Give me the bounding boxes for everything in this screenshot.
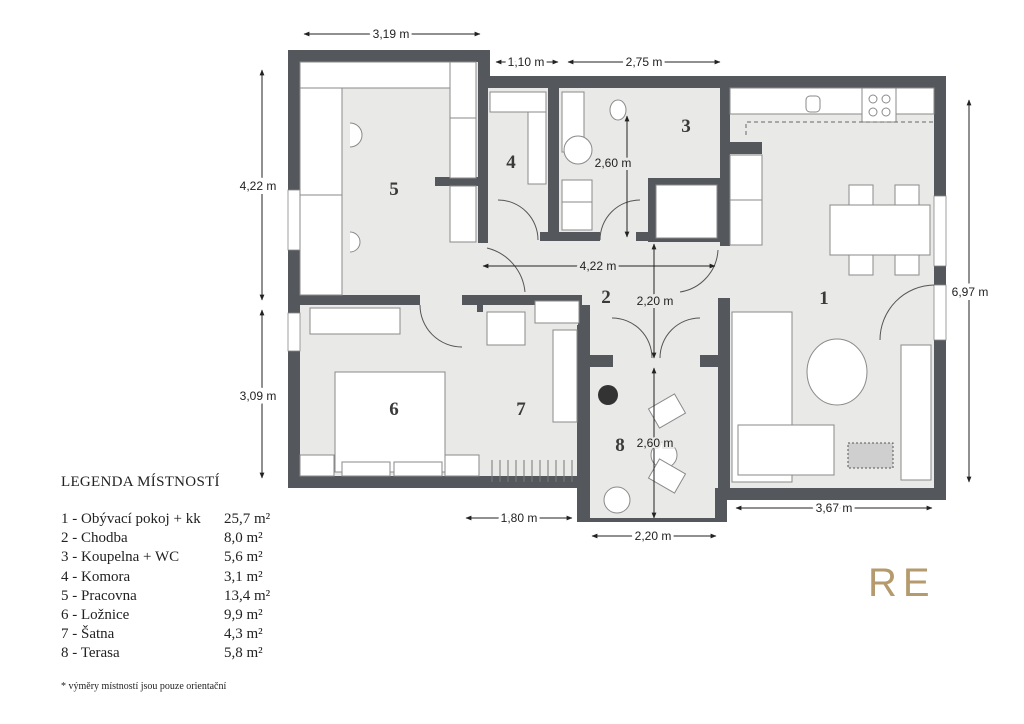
- legend-room-name: 8 - Terasa: [61, 645, 120, 662]
- room-label-8: 8: [615, 435, 625, 456]
- legend-room-name: 6 - Ložnice: [61, 607, 130, 624]
- legend-row: 5 - Pracovna 13,4 m²: [61, 587, 270, 606]
- legend-room-area: 3,1 m²: [224, 568, 263, 585]
- legend-room-name: 7 - Šatna: [61, 626, 115, 643]
- dim-left-lower: 3,09 m: [240, 389, 277, 403]
- legend-room-name: 1 - Obývací pokoj + kk: [61, 511, 201, 527]
- room-labels: 1 2 3 4 5 6 7 8: [389, 116, 829, 456]
- doors: [419, 199, 935, 359]
- dim-top-left: 3,19 m: [373, 27, 410, 41]
- legend-room-area: 5,6 m²: [224, 549, 263, 566]
- dim-bottom-terrace: 2,20 m: [635, 529, 672, 543]
- legend-row: 6 - Ložnice 9,9 m²: [61, 606, 270, 625]
- dim-right-total: 6,97 m: [952, 285, 989, 299]
- brand-logo: RE: [868, 561, 936, 605]
- room-label-4: 4: [506, 152, 516, 173]
- legend-row: 1 - Obývací pokoj + kk 25,7 m²: [61, 510, 270, 529]
- legend-title: LEGENDA MÍSTNOSTÍ: [61, 474, 220, 490]
- room-label-6: 6: [389, 399, 399, 420]
- legend-row: 3 - Koupelna + WC 5,6 m²: [61, 548, 270, 567]
- dim-bottom-left: 1,80 m: [501, 511, 538, 525]
- legend-room-area: 9,9 m²: [224, 607, 263, 624]
- legend-room-area: 5,8 m²: [224, 645, 263, 662]
- legend-room-area: 4,3 m²: [224, 626, 263, 643]
- dim-bottom-right: 3,67 m: [816, 501, 853, 515]
- dimension-labels: 3,19 m 1,10 m 2,75 m 4,22 m 3,09 m 6,97 …: [236, 24, 993, 546]
- legend-room-area: 13,4 m²: [224, 587, 271, 604]
- dim-terrace-height: 2,60 m: [637, 436, 674, 450]
- legend-room-area: 25,7 m²: [224, 511, 271, 527]
- legend-row: 8 - Terasa 5,8 m²: [61, 644, 270, 663]
- room-label-3: 3: [681, 116, 691, 137]
- inner-walls: [300, 88, 762, 488]
- windows: [287, 189, 947, 352]
- room-label-5: 5: [389, 179, 399, 200]
- dim-left-upper: 4,22 m: [240, 179, 277, 193]
- room-legend: LEGENDA MÍSTNOSTÍ 1 - Obývací pokoj + kk…: [61, 474, 270, 692]
- legend-row: 7 - Šatna 4,3 m²: [61, 625, 270, 644]
- dimension-lines: [259, 31, 972, 539]
- legend-room-area: 8,0 m²: [224, 530, 263, 547]
- legend-room-name: 2 - Chodba: [61, 530, 128, 547]
- dim-bath-height: 2,60 m: [595, 156, 632, 170]
- legend-note: * výměry místností jsou pouze orientační: [61, 680, 227, 692]
- room-label-2: 2: [601, 287, 611, 308]
- dim-hall-height: 2,20 m: [637, 294, 674, 308]
- legend-room-name: 5 - Pracovna: [61, 587, 137, 604]
- room-label-7: 7: [516, 399, 526, 420]
- dim-hall-width: 4,22 m: [580, 259, 617, 273]
- room-label-1: 1: [819, 288, 829, 309]
- legend-row: 4 - Komora 3,1 m²: [61, 568, 270, 587]
- dim-top-corridor: 1,10 m: [508, 55, 545, 69]
- legend-room-name: 4 - Komora: [61, 568, 131, 585]
- legend-row: 2 - Chodba 8,0 m²: [61, 529, 270, 548]
- furniture: [299, 61, 935, 514]
- dim-top-bath: 2,75 m: [626, 55, 663, 69]
- legend-room-name: 3 - Koupelna + WC: [61, 549, 180, 566]
